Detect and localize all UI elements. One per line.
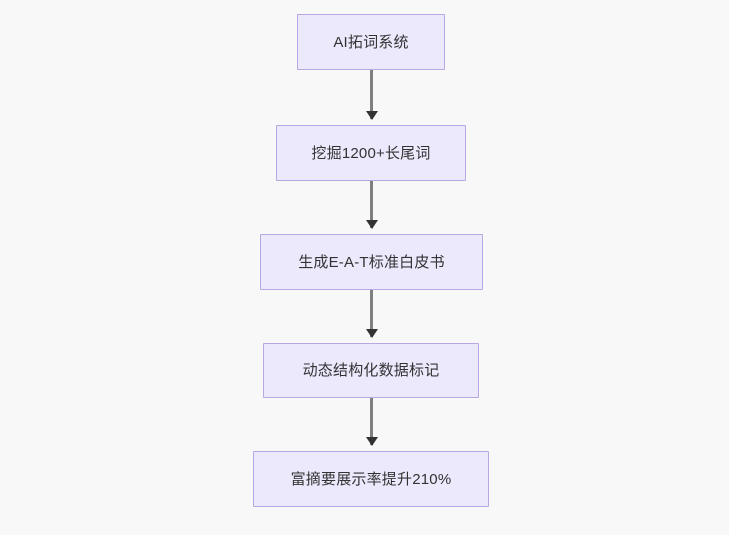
flowchart-node-label: 生成E-A-T标准白皮书 (298, 253, 445, 271)
flowchart-node-dynamic-structured-data-markup[interactable]: 动态结构化数据标记 (263, 343, 479, 398)
connector-line (370, 398, 373, 445)
arrow-down-icon (365, 329, 378, 338)
arrow-down-icon (365, 111, 378, 120)
flowchart-connector-2 (365, 181, 378, 229)
flowchart-node-label: 动态结构化数据标记 (302, 362, 440, 379)
flowchart-node-mine-longtail-keywords[interactable]: 挖掘1200+长尾词 (276, 125, 466, 181)
flowchart-node-ai-keyword-system[interactable]: AI拓词系统 (297, 14, 445, 70)
connector-line (370, 70, 373, 119)
connector-line (370, 290, 373, 337)
arrow-down-icon (365, 220, 378, 229)
connector-line (370, 181, 373, 228)
arrow-down-icon (365, 437, 378, 446)
flowchart-connector-4 (365, 398, 378, 446)
flowchart-node-generate-eat-whitepaper[interactable]: 生成E-A-T标准白皮书 (260, 234, 483, 290)
flowchart-connector-1 (365, 70, 378, 120)
flowchart-node-label: AI拓词系统 (333, 33, 409, 51)
flowchart-node-rich-snippet-rate-increase[interactable]: 富摘要展示率提升210% (253, 451, 489, 507)
flowchart-node-label: 富摘要展示率提升210% (290, 470, 452, 488)
flowchart-node-label: 挖掘1200+长尾词 (311, 144, 431, 162)
flowchart-connector-3 (365, 290, 378, 338)
